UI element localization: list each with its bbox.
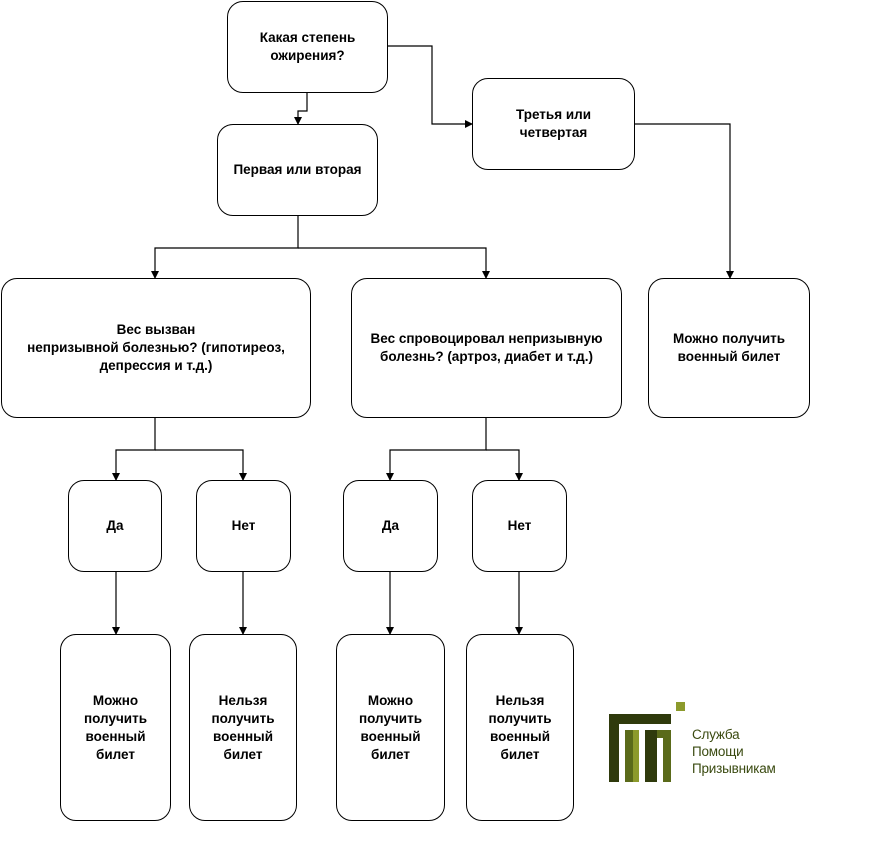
- edge-first-second-to-weight-caused: [151, 216, 299, 279]
- edge-weight-caused-to-no: [155, 449, 247, 481]
- node-label: Первая или вторая: [233, 162, 362, 177]
- node-label: Нельзя получить военный билет: [488, 692, 552, 762]
- node-yes-right: Да: [343, 480, 438, 572]
- node-first-or-second: Первая или вторая: [217, 124, 378, 216]
- node-label: Вес спровоцировал непризывную болезнь? (…: [370, 331, 603, 364]
- node-no-left: Нет: [196, 480, 291, 572]
- edge-weight-caused-to-yes: [112, 418, 156, 481]
- node-label: Да: [106, 518, 124, 533]
- node-label: Третья или четвертая: [515, 107, 592, 140]
- logo-line-1: Служба: [692, 727, 740, 742]
- node-label: Можно получить военный билет: [672, 331, 786, 364]
- node-weight-caused-question: Вес вызван непризывной болезнью? (гипоти…: [1, 278, 311, 418]
- logo-line-3: Призывникам: [692, 761, 776, 776]
- service-logo-icon: [609, 702, 685, 782]
- node-outcome-can-get-2: Можно получить военный билет: [336, 634, 445, 821]
- node-weight-provoked-question: Вес спровоцировал непризывную болезнь? (…: [351, 278, 622, 418]
- node-label: Вес вызван непризывной болезнью? (гипоти…: [27, 322, 285, 373]
- node-outcome-cannot-get-1: Нельзя получить военный билет: [189, 634, 297, 821]
- node-outcome-can-get-1: Можно получить военный билет: [60, 634, 171, 821]
- edge-third-fourth-to-can-get: [635, 123, 734, 279]
- node-label: Можно получить военный билет: [358, 692, 423, 762]
- service-logo-text: Служба Помощи Призывникам: [692, 726, 776, 777]
- edge-degree-to-third-fourth: [388, 45, 473, 128]
- node-outcome-cannot-get-2: Нельзя получить военный билет: [466, 634, 574, 821]
- node-label: Можно получить военный билет: [83, 692, 148, 762]
- edge-degree-to-first-second: [294, 93, 308, 125]
- node-label: Какая степень ожирения?: [259, 30, 356, 63]
- node-can-get-military-id-top: Можно получить военный билет: [648, 278, 810, 418]
- node-no-right: Нет: [472, 480, 567, 572]
- logo-line-2: Помощи: [692, 744, 744, 759]
- node-label: Нет: [231, 518, 256, 533]
- node-third-or-fourth: Третья или четвертая: [472, 78, 635, 170]
- node-yes-left: Да: [68, 480, 162, 572]
- edge-first-second-to-weight-provoked: [298, 247, 490, 279]
- node-label: Нельзя получить военный билет: [211, 692, 275, 762]
- node-label: Нет: [507, 518, 532, 533]
- edge-weight-provoked-to-no: [486, 449, 523, 481]
- edge-weight-provoked-to-yes: [386, 418, 487, 481]
- node-obesity-degree-question: Какая степень ожирения?: [227, 1, 388, 93]
- node-label: Да: [381, 518, 400, 533]
